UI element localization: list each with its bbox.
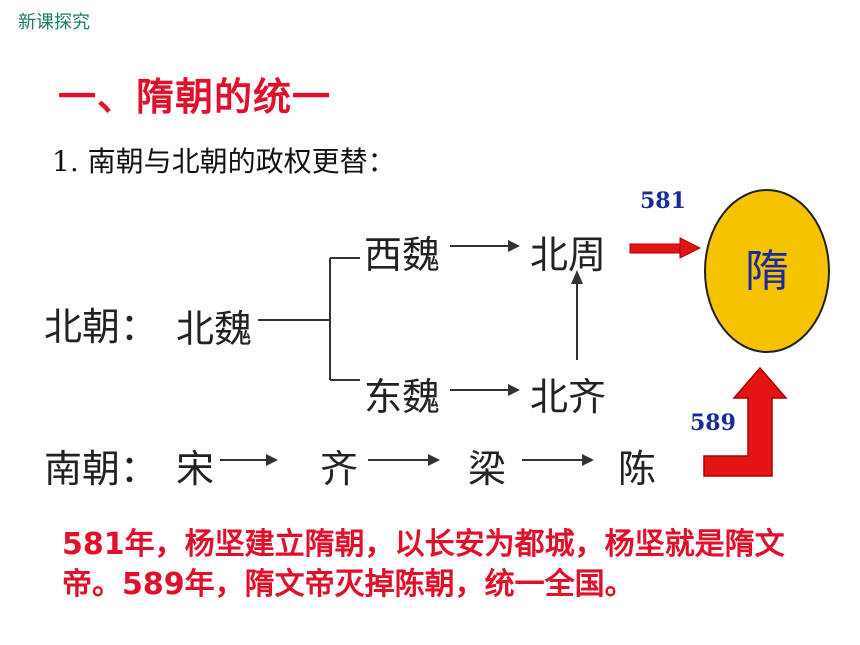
node-chen: 陈 <box>618 447 657 491</box>
year-581-label: 581 <box>640 188 686 214</box>
node-qi: 齐 <box>320 447 359 491</box>
node-northern-zhou: 北周 <box>530 233 607 277</box>
arrow-western-wei-to-northern-zhou <box>450 240 520 252</box>
node-western-wei: 西魏 <box>364 233 441 277</box>
node-liang: 梁 <box>468 447 507 491</box>
arrow-liang-to-chen <box>522 454 594 466</box>
node-northern-qi: 北齐 <box>530 375 607 419</box>
node-song: 宋 <box>176 447 215 491</box>
arrow-eastern-wei-to-northern-qi <box>450 384 520 396</box>
summary-text: 581年，杨坚建立隋朝，以长安为都城，杨坚就是隋文帝。589年，隋文帝灭掉陈朝，… <box>62 527 785 602</box>
north-label: 北朝： <box>44 305 159 349</box>
node-eastern-wei: 东魏 <box>364 375 441 419</box>
arrow-song-to-qi <box>220 454 278 466</box>
section-tag: 新课探究 <box>18 12 90 33</box>
subtitle: 1. 南朝与北朝的政权更替： <box>52 145 396 178</box>
arrow-589-to-sui <box>703 366 788 477</box>
sui-circle <box>704 189 830 353</box>
node-sui: 隋 <box>745 246 789 297</box>
year-589-label: 589 <box>690 410 736 436</box>
arrow-qi-to-liang <box>368 454 440 466</box>
page-title: 一、隋朝的统一 <box>58 75 332 119</box>
node-north-wei: 北魏 <box>176 307 253 351</box>
arrow-northern-qi-to-northern-zhou <box>571 270 583 360</box>
south-label: 南朝： <box>44 447 159 491</box>
branch-connector <box>258 257 360 381</box>
arrow-581-to-sui <box>629 237 702 259</box>
